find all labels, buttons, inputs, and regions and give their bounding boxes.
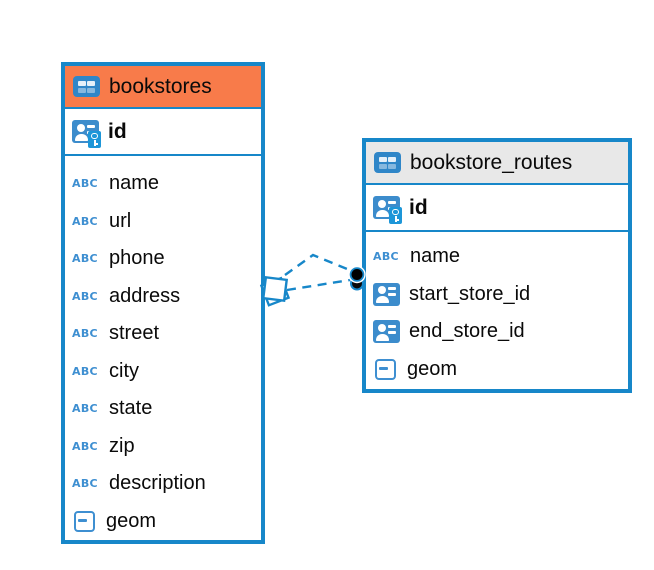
table-icon — [73, 76, 100, 97]
table-icon — [374, 152, 401, 173]
key-ring — [392, 208, 399, 216]
column-label: zip — [109, 434, 135, 457]
key-icon — [389, 206, 402, 224]
person-body — [74, 133, 88, 141]
key-stem — [93, 140, 96, 146]
table-icon-cell — [388, 156, 396, 162]
table-icon-cell — [87, 80, 95, 86]
card-line — [388, 324, 396, 328]
foreign-key-icon — [373, 320, 400, 344]
relationship-diamond-marker[interactable] — [259, 275, 291, 307]
column-row-city[interactable]: ABC city — [65, 353, 261, 391]
key-icon — [88, 130, 101, 148]
column-label: name — [109, 172, 160, 195]
column-label: phone — [109, 247, 165, 270]
column-label: geom — [407, 357, 458, 380]
column-label: id — [108, 119, 127, 143]
column-row-end_store_id[interactable]: end_store_id — [366, 313, 628, 351]
person-head — [378, 199, 386, 208]
key-tooth — [396, 219, 400, 222]
person-head — [378, 286, 386, 295]
person-body — [375, 296, 389, 304]
text-type-icon: ABC — [72, 477, 98, 491]
column-label: start_store_id — [409, 282, 531, 305]
column-label: city — [109, 359, 139, 382]
column-row-description[interactable]: ABC description — [65, 465, 261, 503]
table-icon-cell — [379, 156, 387, 162]
relationship-line-lower[interactable] — [286, 278, 351, 292]
column-label: address — [109, 284, 181, 307]
text-type-icon: ABC — [72, 177, 98, 191]
column-row-street[interactable]: ABC street — [65, 315, 261, 353]
table-header-bookstores[interactable]: bookstores — [65, 66, 261, 109]
text-type-icon: ABC — [72, 289, 98, 303]
table-title: bookstore_routes — [410, 150, 573, 174]
column-label: description — [109, 472, 206, 495]
geometry-dash — [78, 518, 87, 522]
text-type-icon: ABC — [72, 252, 98, 266]
person-head — [77, 123, 85, 132]
column-row-id[interactable]: id — [366, 185, 628, 232]
card-line — [388, 200, 396, 204]
column-label: url — [109, 209, 132, 232]
text-type-icon: ABC — [72, 214, 98, 228]
primary-key-icon — [373, 196, 402, 224]
table-icon-cell — [379, 163, 387, 169]
column-row-id[interactable]: id — [65, 109, 261, 156]
column-row-name[interactable]: ABC name — [65, 165, 261, 203]
text-type-icon: ABC — [72, 439, 98, 453]
key-ring — [91, 132, 98, 140]
primary-key-icon — [72, 120, 101, 148]
text-type-icon: ABC — [373, 250, 399, 264]
column-row-state[interactable]: ABC state — [65, 390, 261, 428]
key-tooth — [95, 143, 99, 146]
table-title: bookstores — [109, 74, 212, 98]
column-row-geom[interactable]: geom — [65, 503, 261, 541]
table-icon-cell — [388, 163, 396, 169]
column-row-address[interactable]: ABC address — [65, 278, 261, 316]
geometry-type-icon — [375, 358, 396, 380]
column-row-url[interactable]: ABC url — [65, 203, 261, 241]
column-row-phone[interactable]: ABC phone — [65, 240, 261, 278]
text-type-icon: ABC — [72, 364, 98, 378]
table-icon-cell — [78, 87, 86, 93]
column-label: street — [109, 322, 160, 345]
card-line — [388, 287, 396, 291]
entity-bookstore-routes[interactable]: bookstore_routes id ABC name start_store_i… — [362, 138, 632, 393]
card-line — [87, 124, 95, 128]
table-icon-cell — [78, 80, 86, 86]
geometry-type-icon — [74, 510, 95, 532]
table-header-bookstore-routes[interactable]: bookstore_routes — [366, 142, 628, 185]
foreign-key-icon — [373, 282, 400, 306]
column-label: state — [109, 397, 153, 420]
key-stem — [394, 216, 397, 222]
card-line — [388, 293, 396, 297]
column-label: name — [410, 245, 461, 268]
geometry-dash — [379, 366, 388, 370]
column-label: id — [409, 195, 428, 219]
column-row-start_store_id[interactable]: start_store_id — [366, 276, 628, 314]
relationship-line-upper[interactable] — [284, 253, 353, 276]
person-body — [375, 333, 389, 341]
column-row-name[interactable]: ABC name — [366, 238, 628, 276]
column-row-geom[interactable]: geom — [366, 351, 628, 389]
text-type-icon: ABC — [72, 402, 98, 416]
text-type-icon: ABC — [72, 327, 98, 341]
column-label: end_store_id — [409, 320, 525, 343]
column-label: geom — [106, 509, 157, 532]
column-row-zip[interactable]: ABC zip — [65, 428, 261, 466]
card-line — [388, 330, 396, 334]
person-head — [378, 323, 386, 332]
table-icon-cell — [87, 87, 95, 93]
person-body — [375, 209, 389, 217]
